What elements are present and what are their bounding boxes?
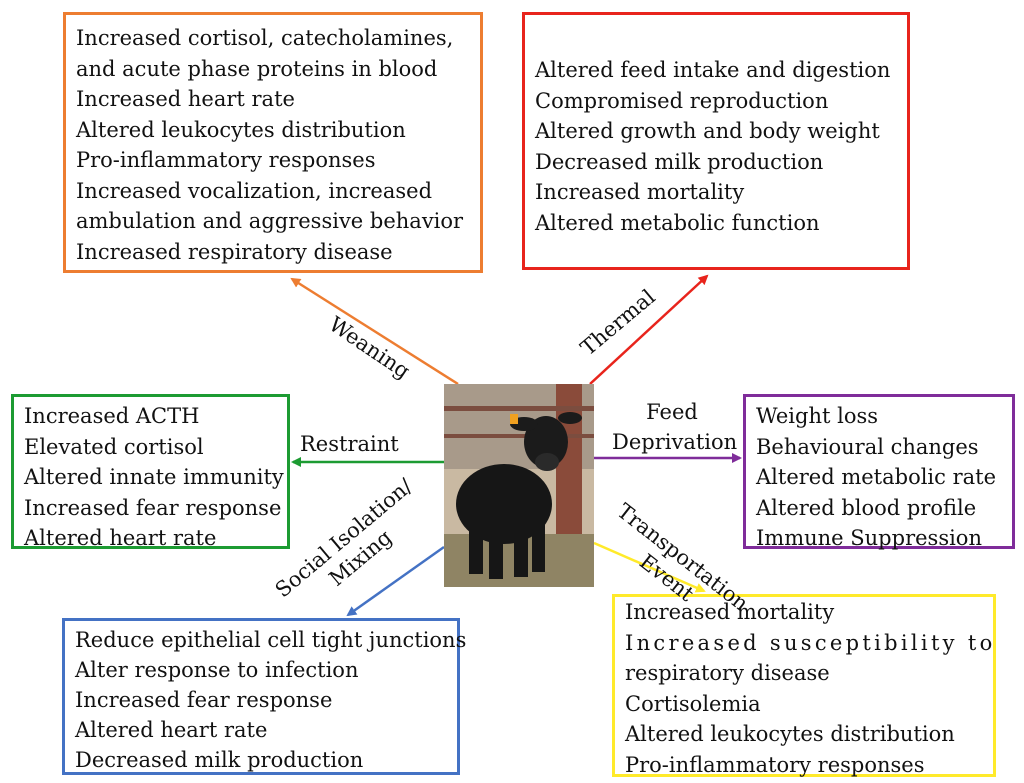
thermal-effects-box: Altered feed intake and digestion Compro…	[522, 12, 910, 270]
transportation-effects-box: Increased mortality Increased susceptibi…	[612, 594, 996, 777]
effect-line: Altered heart rate	[24, 526, 217, 550]
effect-line: Compromised reproduction	[535, 88, 829, 113]
effect-line: Elevated cortisol	[24, 434, 204, 459]
effect-line: Increased mortality	[625, 600, 835, 624]
effect-line: Increased ACTH	[24, 404, 200, 428]
effect-line: Increased mortality	[535, 180, 745, 204]
effect-line: Altered blood profile	[756, 495, 977, 520]
effect-line: Decreased milk production	[75, 748, 364, 772]
effect-line: Altered innate immunity	[24, 465, 284, 489]
effect-line: Increased fear response	[75, 688, 333, 712]
weaning-effects-box: Increased cortisol, catecholamines, and …	[63, 12, 483, 273]
feed-deprivation-label-line2: Deprivation	[612, 430, 738, 454]
effect-line: Decreased milk production	[535, 149, 824, 174]
effect-line: Pro-inflammatory responses	[625, 752, 925, 777]
effect-line: Increased heart rate	[76, 87, 295, 111]
effect-line: Reduce epithelial cell tight junctions	[75, 628, 467, 652]
effect-line: Altered heart rate	[75, 718, 268, 742]
weaning-arrow	[290, 277, 459, 386]
transportation-arrow	[593, 541, 706, 593]
effect-line: and acute phase proteins in blood	[76, 56, 438, 81]
effect-line: Increased respiratory disease	[76, 239, 393, 264]
feed-deprivation-label-line1: Feed	[646, 400, 698, 424]
effect-line: Altered leukocytes distribution	[76, 117, 406, 142]
social-isolation-arrow	[346, 545, 445, 617]
effect-line: Increased fear response	[24, 495, 282, 520]
restraint-label: Restraint	[300, 432, 399, 456]
feed-deprivation-effects-box: Weight loss Behavioural changes Altered …	[743, 394, 1015, 550]
effect-line: Altered feed intake and digestion	[535, 58, 891, 82]
effect-line: Increased susceptibility to	[625, 630, 996, 655]
effect-line: ambulation and aggressive behavior	[76, 209, 464, 233]
effect-line: Pro-inflammatory responses	[76, 148, 376, 172]
effect-line: Altered growth and body weight	[535, 119, 880, 143]
effect-line: Altered leukocytes distribution	[625, 722, 955, 746]
effect-line: Increased vocalization, increased	[76, 178, 433, 203]
feed-deprivation-label: Feed Deprivation	[612, 397, 738, 457]
effect-line: Increased cortisol, catecholamines,	[76, 26, 454, 50]
effect-line: Behavioural changes	[756, 434, 979, 459]
effect-line: respiratory disease	[625, 661, 830, 685]
calf-photo	[444, 384, 594, 587]
black-calf-photo-icon	[444, 384, 594, 587]
restraint-effects-box: Increased ACTH Elevated cortisol Altered…	[11, 394, 290, 550]
effect-line: Altered metabolic rate	[756, 465, 997, 489]
social-isolation-effects-box: Reduce epithelial cell tight junctions A…	[62, 618, 467, 775]
effect-line: Cortisolemia	[625, 691, 761, 716]
effect-line: Weight loss	[756, 404, 879, 428]
thermal-arrow	[589, 274, 709, 385]
effect-line: Altered metabolic function	[535, 210, 820, 235]
effect-line: Alter response to infection	[75, 658, 359, 682]
effect-line: Immune Suppression	[756, 526, 982, 550]
